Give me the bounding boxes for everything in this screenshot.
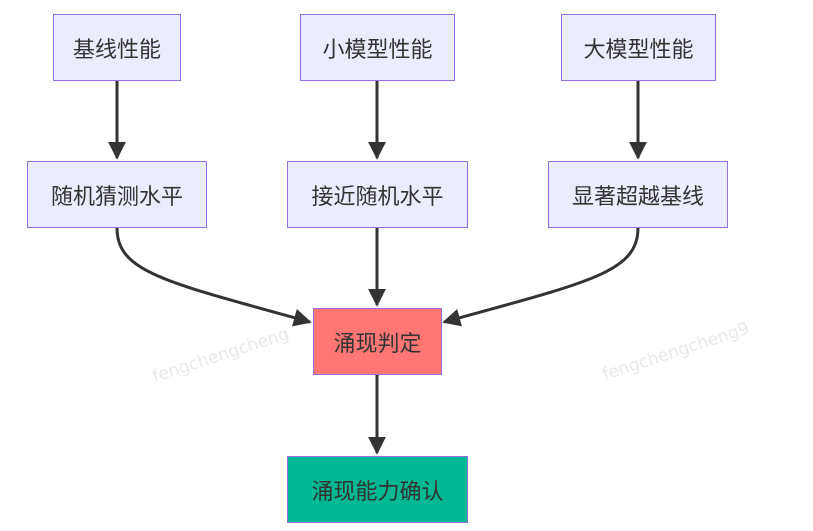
- node-near-random-level: 接近随机水平: [287, 161, 468, 228]
- edge-random-to-judgment: [115, 227, 312, 327]
- node-label: 随机猜测水平: [50, 184, 183, 210]
- node-random-guess-level: 随机猜测水平: [27, 161, 207, 228]
- node-label: 接近随机水平: [311, 184, 444, 210]
- node-baseline-performance: 基线性能: [53, 14, 181, 81]
- node-label: 大模型性能: [583, 37, 694, 63]
- node-label: 显著超越基线: [571, 184, 704, 210]
- node-large-model-performance: 大模型性能: [561, 14, 716, 81]
- node-emergence-confirmed: 涌现能力确认: [287, 456, 468, 523]
- node-beyond-baseline: 显著超越基线: [548, 161, 728, 228]
- node-emergence-judgment: 涌现判定: [313, 308, 442, 375]
- edge-beyond-to-judgment: [442, 227, 640, 327]
- node-label: 基线性能: [72, 37, 161, 63]
- node-label: 小模型性能: [322, 37, 433, 63]
- node-label: 涌现判定: [333, 331, 422, 357]
- node-label: 涌现能力确认: [311, 479, 444, 505]
- node-small-model-performance: 小模型性能: [300, 14, 455, 81]
